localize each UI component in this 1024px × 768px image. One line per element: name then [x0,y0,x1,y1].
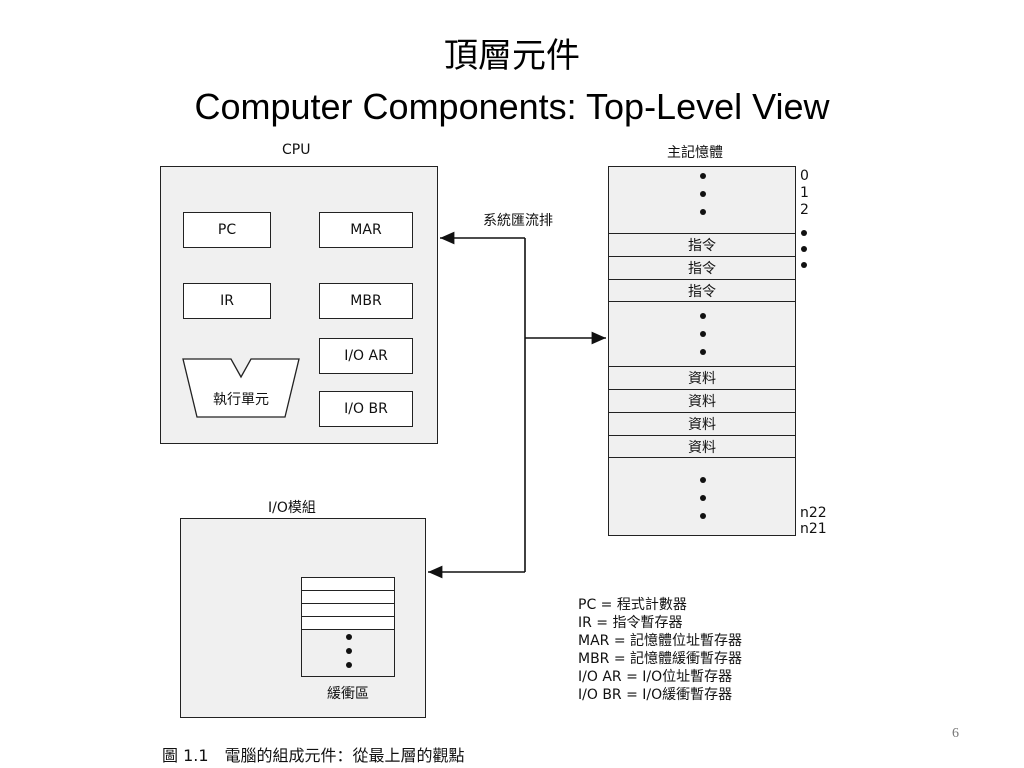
legend-item: I/O AR = I/O位址暫存器 [578,669,733,685]
memory-cell-instruction: 指令 [609,256,795,279]
memory-box: 指令 指令 指令 資料 資料 資料 資料 [608,166,796,536]
address-dot [801,230,807,236]
memory-cell-data: 資料 [609,435,795,458]
execution-unit-label: 執行單元 [213,392,269,408]
figure-caption: 圖 1.1 電腦的組成元件：從最上層的觀點 [162,746,465,765]
register-pc: PC [183,212,271,248]
legend-item: I/O BR = I/O緩衝暫存器 [578,687,733,703]
page-number: 6 [952,726,959,741]
memory-dot [700,513,706,519]
legend: PC = 程式計數器 IR = 指令暫存器 MAR = 記憶體位址暫存器 MBR… [578,596,742,704]
memory-dot [700,331,706,337]
address-1: 1 [800,185,809,201]
memory-dot [700,477,706,483]
slide-title-zh: 頂層元件 [444,36,580,76]
buffer-dot [346,648,352,654]
address-dot [801,246,807,252]
io-buffer [301,577,395,677]
memory-label: 主記憶體 [667,145,723,161]
legend-item: MBR = 記憶體緩衝暫存器 [578,651,743,667]
memory-dot [700,313,706,319]
memory-dot [700,191,706,197]
legend-item: IR = 指令暫存器 [578,615,683,631]
buffer-dot [346,662,352,668]
memory-cell-data: 資料 [609,366,795,389]
memory-cell-data: 資料 [609,389,795,412]
memory-dot [700,173,706,179]
memory-dot [700,349,706,355]
execution-unit-shape [182,358,300,418]
register-io-br: I/O BR [319,391,413,427]
legend-item: PC = 程式計數器 [578,597,687,613]
register-ir: IR [183,283,271,319]
io-module-label: I/O模組 [268,500,316,516]
memory-cell-instruction: 指令 [609,233,795,256]
address-n22: n22 [800,505,827,521]
address-2: 2 [800,202,809,218]
memory-cell-data: 資料 [609,412,795,435]
register-io-ar: I/O AR [319,338,413,374]
memory-dot [700,495,706,501]
cpu-box: PC MAR IR MBR I/O AR I/O BR 執行單元 [160,166,438,444]
register-mar: MAR [319,212,413,248]
address-0: 0 [800,168,809,184]
address-n21: n21 [800,521,827,537]
buffer-dot [346,634,352,640]
memory-dot [700,209,706,215]
memory-cell-instruction: 指令 [609,279,795,302]
slide-title-en: Computer Components: Top-Level View [194,86,830,127]
io-module-box: 緩衝區 [180,518,426,718]
legend-item: MAR = 記憶體位址暫存器 [578,633,743,649]
io-buffer-label: 緩衝區 [327,686,369,702]
cpu-label: CPU [282,142,311,158]
system-bus-label: 系統匯流排 [483,213,553,229]
register-mbr: MBR [319,283,413,319]
address-dot [801,262,807,268]
